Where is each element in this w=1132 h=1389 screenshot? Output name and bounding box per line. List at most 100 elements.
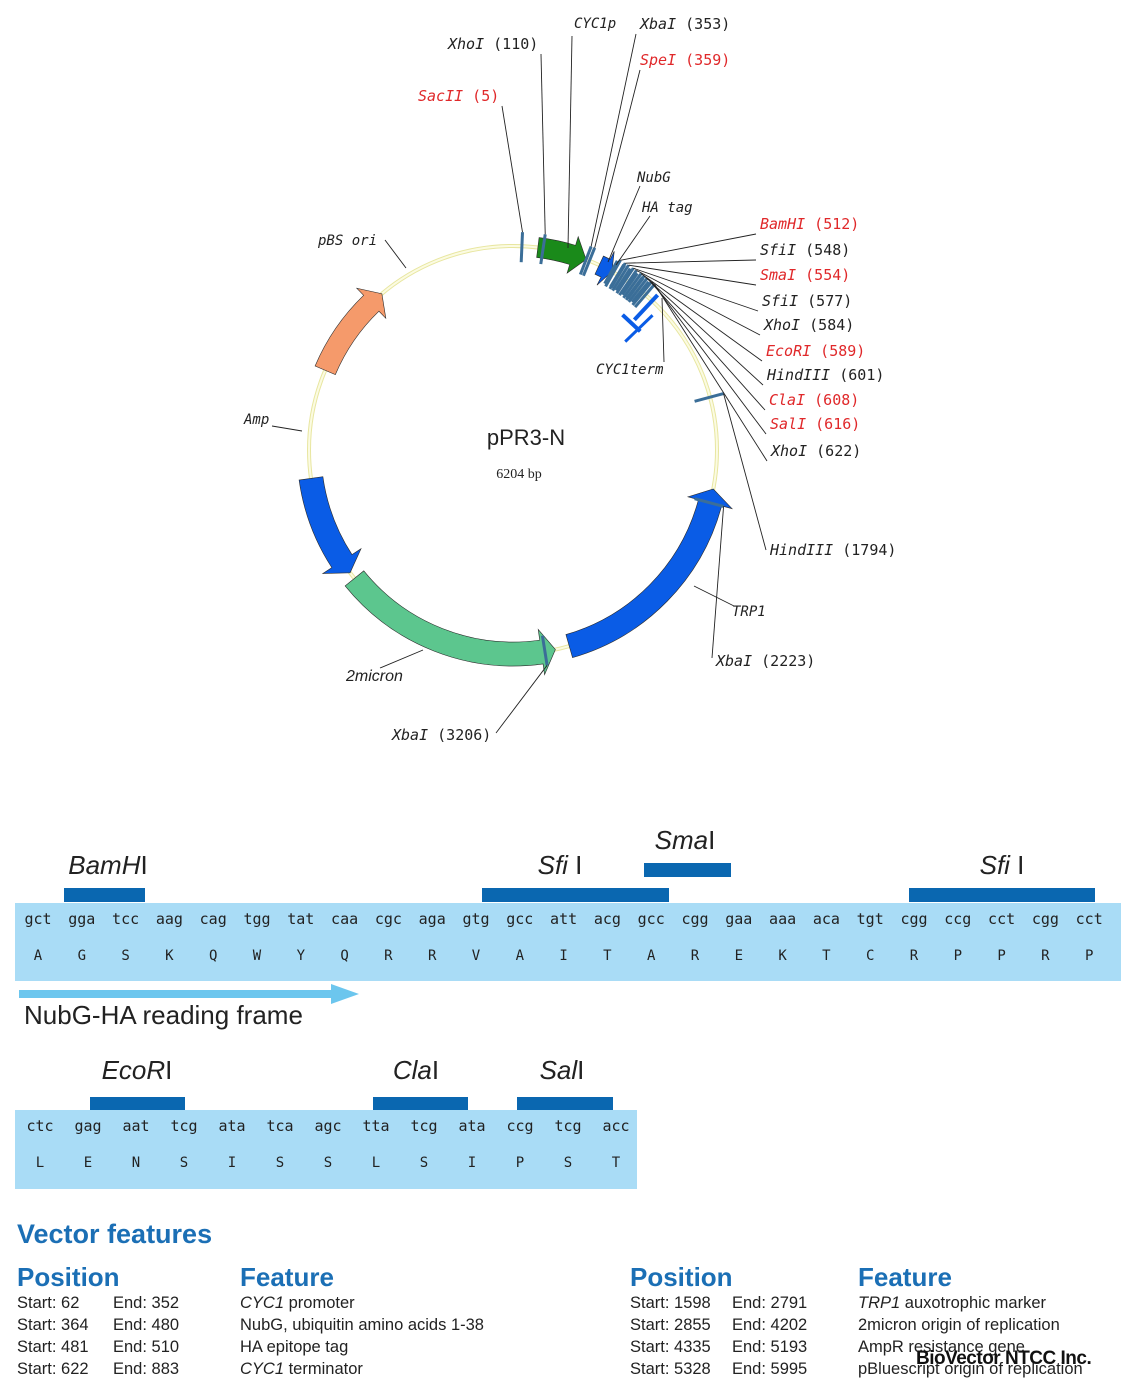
site-label: XbaI (353)	[639, 15, 730, 33]
cyc1term-mark	[624, 314, 654, 343]
site-label: BamHI (512)	[760, 215, 859, 233]
site-tick	[615, 267, 635, 295]
site-bar	[64, 888, 145, 902]
amino-acid: K	[778, 948, 787, 964]
site-label: SfiI (577)	[762, 292, 852, 310]
site-label: SpeI (359)	[640, 51, 730, 69]
site-leader	[643, 275, 764, 386]
site-leader	[654, 283, 768, 462]
site-label: XhoI (110)	[447, 35, 538, 53]
amino-acid: T	[611, 1155, 621, 1171]
amino-acid: L	[35, 1155, 45, 1171]
feature-label-amp: Amp	[243, 412, 269, 428]
codon: ata	[218, 1117, 246, 1135]
site-tick	[578, 245, 593, 276]
site-tick	[633, 283, 656, 309]
sequence-site-label: Sfi I	[979, 850, 1025, 880]
feature-description: CYC1 promoter	[240, 1294, 355, 1312]
amino-acid: A	[646, 948, 656, 964]
site-label: HindIII (1794)	[769, 541, 896, 559]
site-leader	[594, 69, 641, 248]
feature-start: Start: 4335	[630, 1338, 711, 1356]
site-tick	[622, 272, 643, 299]
left-feature-header: Feature	[240, 1262, 334, 1292]
codon: tta	[362, 1117, 390, 1135]
site-tick	[539, 234, 547, 265]
codon: cag	[199, 910, 227, 928]
feature-end: End: 883	[113, 1360, 180, 1378]
feature-description: pBluescript origin of replication	[858, 1360, 1083, 1378]
amino-acid: G	[77, 948, 87, 964]
codon: caa	[331, 910, 359, 928]
site-label: SalI (616)	[770, 415, 860, 433]
mcs-stripe	[614, 267, 633, 292]
codon: ctc	[26, 1117, 54, 1135]
site-label: ClaI (608)	[769, 391, 859, 409]
codon: ccg	[506, 1117, 534, 1135]
amino-acid: S	[563, 1155, 573, 1171]
feature-label-pbs-ori: pBS ori	[317, 233, 377, 249]
sequence-site-label: SmaI	[654, 825, 716, 855]
feature-arc-2micron	[344, 570, 556, 676]
amino-acid: R	[909, 948, 919, 964]
codon: cct	[988, 910, 1016, 928]
site-leader	[628, 264, 757, 286]
sequence-site-label: EcoRI	[101, 1055, 173, 1085]
feature-label-cyc1term: CYC1term	[596, 362, 664, 378]
amino-acid: Q	[208, 948, 218, 964]
site-tick	[582, 247, 597, 277]
site-leader	[646, 277, 766, 411]
site-bar	[373, 1097, 468, 1111]
site-leader	[651, 281, 767, 435]
amino-acid: I	[467, 1155, 477, 1171]
amino-acid: P	[1084, 948, 1094, 964]
feature-start: Start: 364	[17, 1316, 89, 1334]
feature-description: CYC1 terminator	[240, 1360, 363, 1378]
codon: gcc	[506, 910, 534, 928]
amino-acid: S	[121, 948, 130, 964]
sequence-site-label: BamHI	[68, 850, 148, 880]
codon: aca	[812, 910, 840, 928]
feature-start: Start: 622	[17, 1360, 89, 1378]
feature-end: End: 510	[113, 1338, 180, 1356]
codon: tcc	[112, 910, 140, 928]
codon: tat	[287, 910, 315, 928]
amino-acid: P	[515, 1155, 525, 1171]
site-tick	[627, 277, 649, 303]
site-label: EcoRI (589)	[766, 342, 865, 360]
feature-arc-trp1	[565, 488, 734, 659]
codon: tcg	[554, 1117, 582, 1135]
feature-start: Start: 62	[17, 1294, 80, 1312]
site-tick	[519, 232, 525, 263]
site-tick	[618, 269, 638, 296]
site-label: XbaI (2223)	[715, 652, 815, 670]
codon: tgg	[243, 910, 271, 928]
mcs-stripe	[620, 271, 639, 296]
site-leader	[540, 53, 546, 235]
feature-description: 2micron origin of replication	[858, 1316, 1060, 1334]
codon: tca	[266, 1117, 294, 1135]
cyc1term-mark	[632, 293, 660, 322]
feature-end: End: 480	[113, 1316, 180, 1334]
site-label: SmaI (554)	[760, 266, 850, 284]
feature-start: Start: 2855	[630, 1316, 711, 1334]
amino-acid: N	[131, 1155, 141, 1171]
site-tick	[694, 497, 724, 508]
amino-acid: R	[1041, 948, 1050, 964]
sequence-site-label: ClaI	[392, 1055, 440, 1085]
plasmid-name: pPR3-N	[487, 425, 565, 450]
amino-acid: Q	[340, 948, 349, 964]
amino-acid: T	[822, 948, 831, 964]
feature-description: HA epitope tag	[240, 1338, 349, 1356]
feature-end: End: 4202	[732, 1316, 808, 1334]
site-bar	[909, 888, 1095, 902]
site-leader	[636, 269, 761, 336]
site-label: SfiI (548)	[760, 241, 850, 259]
amino-acid: S	[179, 1155, 189, 1171]
amino-acid: W	[252, 948, 262, 964]
plasmid-size: 6204 bp	[496, 467, 542, 482]
feature-end: End: 5193	[732, 1338, 808, 1356]
codon: cgc	[374, 910, 402, 928]
codon: att	[550, 910, 578, 928]
